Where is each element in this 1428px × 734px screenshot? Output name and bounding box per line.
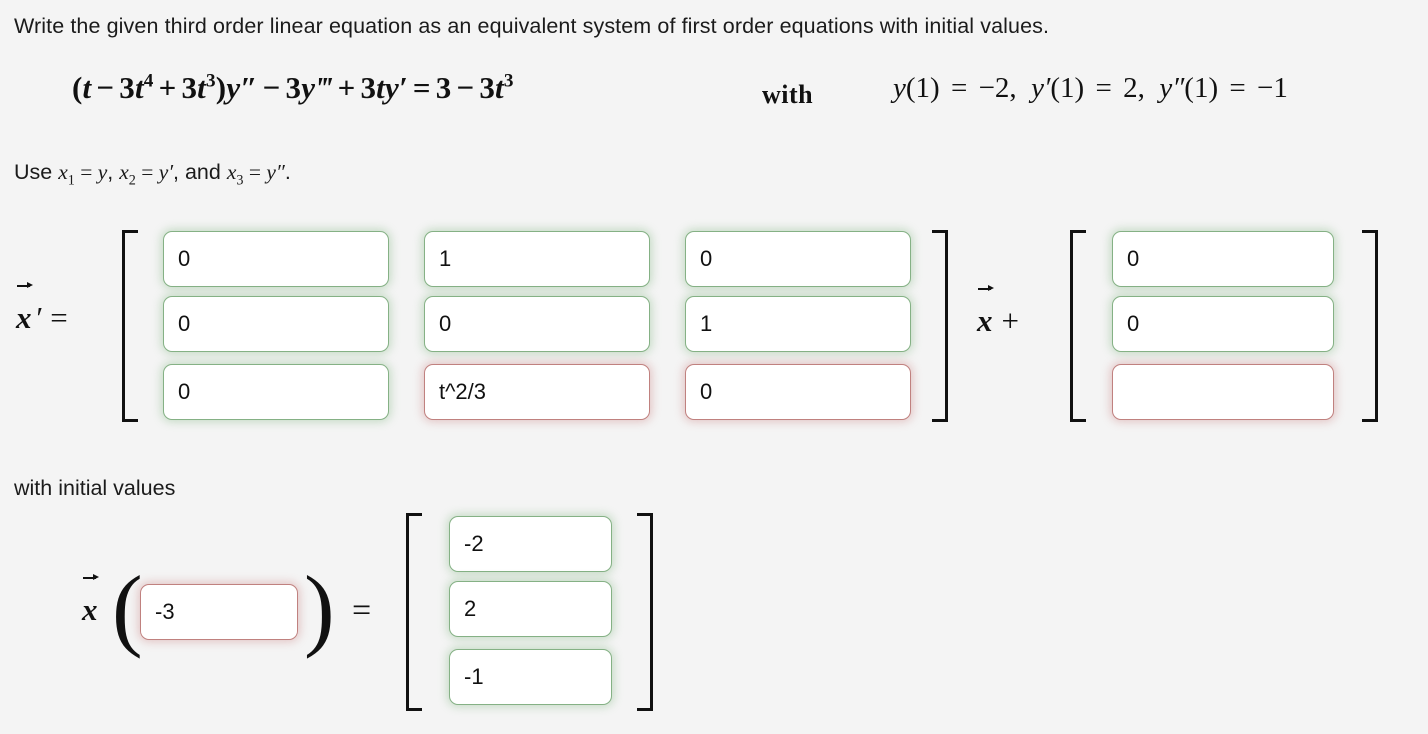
matrix-bracket-right xyxy=(932,230,948,422)
x-prime-equals-label: x′= xyxy=(16,285,68,336)
use-y2: y′ xyxy=(158,160,174,184)
eq-3t3-coef: 3 xyxy=(181,70,198,105)
initial-conditions: y(1) = −2, y′(1) = 2, y″(1) = −1 xyxy=(893,72,1288,104)
page-title: Write the given third order linear equat… xyxy=(14,14,1050,38)
initial-values-label: with initial values xyxy=(14,476,176,500)
substitution-line: Use x1 = y, x2 = y′, and x3 = y″. xyxy=(14,160,291,189)
eq-rhs-3t3-exp: 3 xyxy=(503,70,514,92)
x-symbol-initial: x xyxy=(82,577,98,628)
use-x2: x2 xyxy=(119,160,136,189)
use-y1: y xyxy=(97,160,108,184)
eq-3t4-coef: 3 xyxy=(119,70,135,105)
use-eq2: = xyxy=(135,160,159,184)
matrix-cell-r3c3[interactable]: 0 xyxy=(685,364,911,420)
use-prefix: Use xyxy=(14,160,59,184)
matrix-bracket-left xyxy=(122,230,138,422)
matrix-cell-r1c2[interactable]: 1 xyxy=(424,231,650,287)
eq-3ty-coef: 3 xyxy=(360,70,377,105)
initial-result-cell-1[interactable]: -2 xyxy=(449,516,612,572)
eq-rhs-3t3-coef: 3 xyxy=(479,70,496,105)
eq-plus-1: + xyxy=(158,70,177,105)
paren-open: ( xyxy=(112,557,143,659)
initial-argument-input[interactable]: -3 xyxy=(140,584,298,640)
initial-result-cell-3[interactable]: -1 xyxy=(449,649,612,705)
vector-bracket-right xyxy=(1362,230,1378,422)
eq-minus-1: − xyxy=(96,70,115,105)
eq-minus-2: − xyxy=(262,70,281,105)
use-comma2: , and xyxy=(173,160,227,184)
x-vector-symbol-2: x xyxy=(977,288,993,339)
vector-cell-2[interactable]: 0 xyxy=(1112,296,1334,352)
eq-3t3-var: t xyxy=(197,70,206,105)
eq-paren-close: ) xyxy=(215,70,227,105)
use-x3: x3 xyxy=(226,160,244,189)
initial-result-cell-2[interactable]: 2 xyxy=(449,581,612,637)
matrix-cell-r3c1[interactable]: 0 xyxy=(163,364,389,420)
vector-cell-3[interactable] xyxy=(1112,364,1334,420)
prime-symbol: ′ xyxy=(34,300,42,335)
matrix-cell-r1c3[interactable]: 0 xyxy=(685,231,911,287)
vector-bracket-left xyxy=(1070,230,1086,422)
result-bracket-right xyxy=(637,513,653,711)
use-period: . xyxy=(284,160,291,184)
eq-y-prime: y′ xyxy=(384,70,408,105)
eq-plus-2: + xyxy=(337,70,356,105)
matrix-cell-r2c1[interactable]: 0 xyxy=(163,296,389,352)
x-vector-symbol: x xyxy=(16,285,32,336)
use-eq3: = xyxy=(243,160,267,184)
eq-3t3-exp: 3 xyxy=(205,70,216,92)
vector-cell-1[interactable]: 0 xyxy=(1112,231,1334,287)
initial-equals-symbol: = xyxy=(352,592,372,629)
matrix-cell-r2c3[interactable]: 1 xyxy=(685,296,911,352)
use-x1: x1 xyxy=(58,160,75,189)
use-eq1: = xyxy=(74,160,98,184)
eq-equals: = xyxy=(412,70,431,105)
result-bracket-left xyxy=(406,513,422,711)
matrix-cell-r3c2[interactable]: t^2/3 xyxy=(424,364,650,420)
x-vector-symbol-3: x xyxy=(82,577,98,628)
eq-t: t xyxy=(82,70,92,105)
eq-3t4-exp: 4 xyxy=(143,70,154,92)
eq-3ty-t: t xyxy=(376,70,385,105)
matrix-cell-r2c2[interactable]: 0 xyxy=(424,296,650,352)
plus-symbol: + xyxy=(1001,303,1019,338)
eq-minus-3: − xyxy=(456,70,475,105)
use-y3: y″ xyxy=(266,160,285,184)
eq-y-triple-prime: y‴ xyxy=(301,70,333,105)
eq-3t4-var: t xyxy=(134,70,144,105)
eq-rhs-3t3-var: t xyxy=(495,70,504,105)
paren-close: ) xyxy=(304,557,335,659)
eq-paren-open: ( xyxy=(72,70,83,105)
eq-y-double-prime: y″ xyxy=(226,70,258,105)
eq-rhs-3: 3 xyxy=(435,70,452,105)
with-keyword: with xyxy=(762,80,814,109)
equals-symbol: = xyxy=(50,300,68,335)
use-comma1: , xyxy=(107,160,120,184)
matrix-cell-r1c1[interactable]: 0 xyxy=(163,231,389,287)
differential-equation: (t−3t4+3t3)y″−3y‴+3ty′=3−3t3 xyxy=(72,70,514,106)
eq-3yppp-coef: 3 xyxy=(285,70,302,105)
x-plus-label: x+ xyxy=(977,288,1019,339)
